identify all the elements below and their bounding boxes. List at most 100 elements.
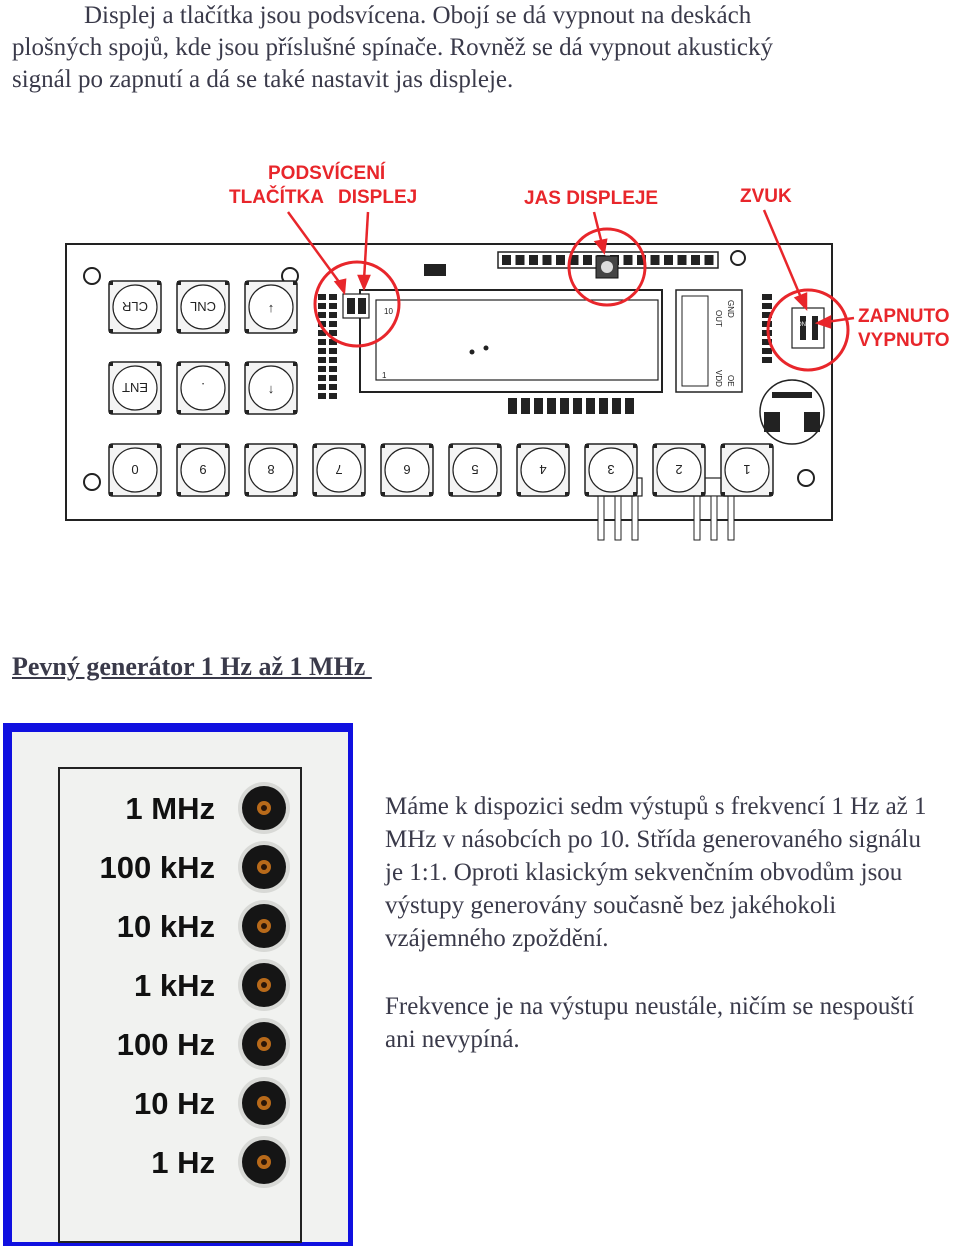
jack-label: 1 kHz xyxy=(134,968,215,1003)
oscillator-outline xyxy=(681,295,709,387)
keypad-button-pad xyxy=(429,492,433,496)
jack-label: 10 Hz xyxy=(134,1086,215,1121)
keypad-button-pad xyxy=(225,410,229,414)
resistor-pad xyxy=(318,375,326,381)
keypad-button-label: 5 xyxy=(471,462,478,477)
keypad-button-label: 8 xyxy=(267,462,274,477)
resistor-pad xyxy=(318,312,326,318)
highlight-circle-sound xyxy=(766,288,850,372)
keypad-button-pad xyxy=(497,492,501,496)
keypad-button-pad xyxy=(157,281,161,285)
smd-component xyxy=(424,264,446,276)
keypad-button-pad xyxy=(109,281,113,285)
intro-line-1: Displej a tlačítka jsou podsvícena. Oboj… xyxy=(84,2,752,29)
highlight-circle-backlight xyxy=(313,260,401,348)
highlight-circle-brightness xyxy=(567,227,647,307)
keypad-button: 8 xyxy=(244,443,298,497)
header-pin xyxy=(650,255,660,265)
keypad-button-pad xyxy=(225,329,229,333)
trimmer-knob xyxy=(601,261,613,273)
sound-dip-switch: ON xyxy=(791,307,825,349)
keypad-button: 7 xyxy=(312,443,366,497)
keypad-button-pad xyxy=(177,492,181,496)
via xyxy=(469,349,475,355)
keypad-button-cap xyxy=(112,365,158,411)
keypad-button-pad xyxy=(381,444,385,448)
lcd-pin-1-label: 1 xyxy=(382,371,387,380)
keypad-button-pad xyxy=(293,410,297,414)
resistor-array-bottom xyxy=(508,398,634,414)
keypad-button-cap xyxy=(248,365,294,411)
conn-gnd-label: GND xyxy=(726,300,735,318)
keypad-button-pad xyxy=(245,410,249,414)
keypad-button: CLR xyxy=(108,280,162,334)
resistor-pad xyxy=(329,303,337,309)
resistor-pad xyxy=(762,303,772,309)
switch-on-label: ON xyxy=(797,322,806,328)
jack-hole xyxy=(261,923,267,929)
keypad-button: ↓ xyxy=(244,361,298,415)
keypad-button: 9 xyxy=(176,443,230,497)
resistor-pad xyxy=(329,339,337,345)
resistor-pad xyxy=(329,321,337,327)
keypad-button-pad xyxy=(109,362,113,366)
keypad-button-label: 3 xyxy=(607,462,614,477)
header-pin xyxy=(542,255,552,265)
header-pin xyxy=(623,255,633,265)
keypad-button-pad xyxy=(701,444,705,448)
keypad-button-cap xyxy=(452,447,498,493)
resistor-pad xyxy=(521,398,530,414)
keypad-button-pad xyxy=(245,492,249,496)
keypad-button-cap xyxy=(656,447,702,493)
keypad-button: CNL xyxy=(176,280,230,334)
resistor-pad xyxy=(625,398,634,414)
keypad-button: 1 xyxy=(720,443,774,497)
callout-arrows xyxy=(286,209,855,329)
keypad-button-pad xyxy=(721,492,725,496)
keypad-button-pad xyxy=(701,492,705,496)
resistor-pad xyxy=(586,398,595,414)
resistor-pad xyxy=(329,357,337,363)
callout-buttons: TLAČÍTKA xyxy=(229,186,324,208)
keypad-button: 2 xyxy=(652,443,706,497)
keypad-button-pad xyxy=(293,444,297,448)
resistor-pad xyxy=(762,339,772,345)
keypad-button-pad xyxy=(361,492,365,496)
keypad-button: 6 xyxy=(380,443,434,497)
keypad-button-cap xyxy=(180,447,226,493)
keypad-button-pad xyxy=(313,444,317,448)
keypad-button: 4 xyxy=(516,443,570,497)
keypad-button-pad xyxy=(225,492,229,496)
resistor-pad xyxy=(329,375,337,381)
keypad-button-cap xyxy=(112,447,158,493)
resistor-pad xyxy=(318,348,326,354)
keypad-button-pad xyxy=(429,444,433,448)
keypad-button-cap xyxy=(180,284,226,330)
resistor-pad xyxy=(318,384,326,390)
resistor-pad xyxy=(329,348,337,354)
mounting-hole xyxy=(797,469,815,487)
resistor-pad xyxy=(318,330,326,336)
keypad-button-pad xyxy=(177,444,181,448)
keypad-button-label: 0 xyxy=(131,462,138,477)
jack-label: 10 kHz xyxy=(117,909,215,944)
keypad-button-label: . xyxy=(201,380,205,395)
resistor-array-left xyxy=(318,294,337,399)
resistor-pad xyxy=(599,398,608,414)
lcd-module xyxy=(359,289,663,393)
keypad-button-pad xyxy=(157,329,161,333)
keypad-button-pad xyxy=(157,492,161,496)
header-pin xyxy=(637,255,646,265)
intro-paragraph: Displej a tlačítka jsou podsvícena. Oboj… xyxy=(12,0,926,96)
resistor-pad xyxy=(573,398,582,414)
header-pin xyxy=(556,255,565,265)
keypad-button-cap xyxy=(180,365,226,411)
keypad-button: 5 xyxy=(448,443,502,497)
keypad-button-label: ENT xyxy=(122,380,148,395)
via xyxy=(483,345,489,351)
keypad-button-pad xyxy=(497,444,501,448)
keypad-button-cap xyxy=(316,447,362,493)
resistor-pad xyxy=(329,393,337,399)
